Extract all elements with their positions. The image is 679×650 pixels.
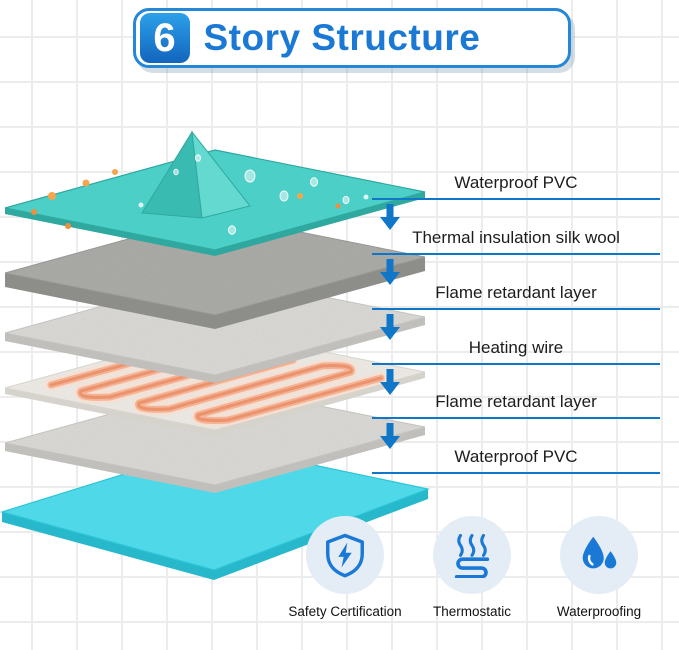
- layer-label-heating-wire: Heating wire: [372, 338, 660, 365]
- layer-thermal-insulation: [4, 214, 426, 329]
- layer-waterproof-pvc-bottom: [0, 444, 431, 580]
- down-arrow-icon: [380, 314, 400, 340]
- layer-label-waterproof-pvc-top: Waterproof PVC: [372, 173, 660, 200]
- layer-label-flame-retardant-2: Flame retardant layer: [372, 392, 660, 419]
- down-arrow-icon: [380, 259, 400, 285]
- feature-badges: Safety Certification Thermostatic: [286, 516, 658, 619]
- title-banner: 6 Story Structure: [132, 8, 571, 68]
- layer-label-thermal-insulation: Thermal insulation silk wool: [372, 228, 660, 255]
- layer-label-text: Flame retardant layer: [435, 283, 597, 302]
- layer-label-text: Heating wire: [468, 338, 564, 357]
- layer-label-text: Thermal insulation silk wool: [412, 228, 620, 247]
- heat-waves-icon: [454, 533, 490, 578]
- title-number-badge: 6: [139, 13, 190, 63]
- feature-caption: Thermostatic: [432, 604, 512, 619]
- layer-label-waterproof-pvc-bottom: Waterproof PVC: [372, 447, 660, 474]
- feature-safety-certification: Safety Certification: [286, 516, 404, 619]
- pvc-cartoon-pattern: [31, 169, 369, 229]
- down-arrow-icon: [380, 369, 400, 395]
- water-droplets: [173, 154, 350, 235]
- shield-lightning-icon: [326, 533, 364, 578]
- layer-waterproof-pvc-top: [4, 130, 426, 256]
- layer-label-text: Flame retardant layer: [435, 392, 597, 411]
- feature-waterproofing: Waterproofing: [540, 516, 658, 619]
- feature-caption: Waterproofing: [556, 604, 642, 619]
- safety-certification-badge: [306, 516, 384, 594]
- feature-caption: Safety Certification: [288, 604, 402, 619]
- title-number: 6: [153, 15, 176, 60]
- feature-thermostatic: Thermostatic: [413, 516, 531, 619]
- page-title: Story Structure: [203, 17, 481, 58]
- down-arrow-icon: [380, 423, 400, 449]
- layer-label-text: Waterproof PVC: [454, 447, 578, 466]
- waterproofing-badge: [560, 516, 638, 594]
- flow-arrows: [380, 204, 400, 449]
- layer-label-flame-retardant-1: Flame retardant layer: [372, 283, 660, 310]
- down-arrow-icon: [380, 204, 400, 230]
- water-drops-icon: [582, 536, 617, 569]
- layer-label-text: Waterproof PVC: [454, 173, 578, 192]
- thermostatic-badge: [433, 516, 511, 594]
- pvc-peak-fold: [141, 130, 251, 219]
